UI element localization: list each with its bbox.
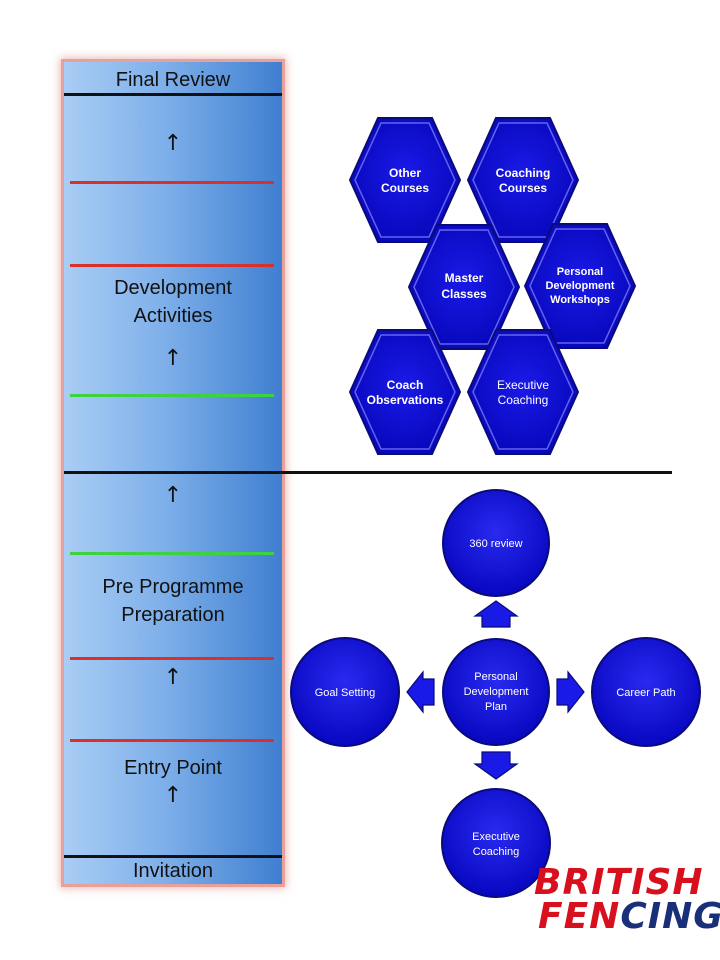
circle-text: 360 review [469, 538, 522, 550]
hexagon-text: Master [445, 271, 484, 285]
red-divider [70, 181, 274, 184]
red-divider [70, 657, 274, 660]
circle-goal-setting: Goal Setting [290, 637, 400, 747]
development-activities-line2: Activities [133, 305, 213, 327]
circle-executive-coaching: Executive Coaching [441, 788, 551, 898]
hexagon-text: Coaching [496, 166, 551, 180]
up-arrow-icon: ↑ [163, 783, 183, 808]
hexagon-other-courses: Other Courses [348, 117, 462, 243]
invitation-label: Invitation [132, 860, 214, 882]
circle-text: Executive [472, 831, 520, 843]
arrow-right-icon [556, 670, 585, 714]
hexagon-text: Classes [441, 287, 487, 301]
hexagon-master-classes: Master Classes [407, 224, 521, 350]
section-separator [64, 471, 672, 474]
hexagon-text: Coach [387, 378, 424, 392]
circle-text: Coaching [473, 846, 519, 858]
logo-line2b: CING [620, 896, 720, 937]
arrow-down-icon [473, 751, 519, 780]
red-divider [70, 739, 274, 742]
green-divider [70, 552, 274, 555]
circle-text: Development [464, 686, 529, 698]
up-arrow-icon: ↑ [163, 131, 183, 156]
hexagon-executive-coaching: Executive Coaching [466, 329, 580, 455]
circle-text: Plan [485, 701, 507, 713]
pre-programme-line1: Pre Programme [102, 576, 244, 598]
arrow-up-icon [473, 600, 519, 628]
hexagon-text: Observations [367, 393, 444, 407]
hexagon-text: Courses [499, 181, 547, 195]
circle-text: Career Path [616, 687, 675, 699]
hexagon-text: Courses [381, 181, 429, 195]
invitation-divider [64, 855, 282, 858]
up-arrow-icon: ↑ [163, 665, 183, 690]
hexagon-text: Other [389, 166, 421, 180]
arrow-left-icon [406, 670, 435, 714]
hexagon-coach-observations: Coach Observations [348, 329, 462, 455]
hexagon-text: Development [545, 280, 614, 292]
up-arrow-icon: ↑ [163, 483, 183, 508]
red-divider [70, 264, 274, 267]
development-activities-line1: Development [114, 277, 232, 299]
hexagon-text: Workshops [550, 294, 610, 306]
logo-line2: FENCING [534, 899, 720, 935]
circle-360-review: 360 review [442, 489, 550, 597]
up-arrow-icon: ↑ [163, 346, 183, 371]
hexagon-text: Executive [497, 378, 549, 392]
british-fencing-logo: BRITISH FENCING [534, 862, 720, 940]
circle-personal-development-plan: Personal Development Plan [442, 638, 550, 746]
final-review-divider [64, 93, 282, 96]
circle-career-path: Career Path [591, 637, 701, 747]
final-review-label: Final Review [115, 69, 231, 91]
hexagon-personal-development-workshops: Personal Development Workshops [523, 223, 637, 349]
logo-line1: BRITISH [534, 862, 704, 903]
logo-line2a: FEN [538, 896, 621, 937]
green-divider [70, 394, 274, 397]
hexagon-text: Personal [557, 266, 603, 278]
circle-text: Personal [474, 671, 517, 683]
pre-programme-line2: Preparation [121, 604, 225, 626]
entry-point-label: Entry Point [124, 757, 222, 779]
circle-text: Goal Setting [315, 687, 376, 699]
hexagon-text: Coaching [498, 393, 549, 407]
